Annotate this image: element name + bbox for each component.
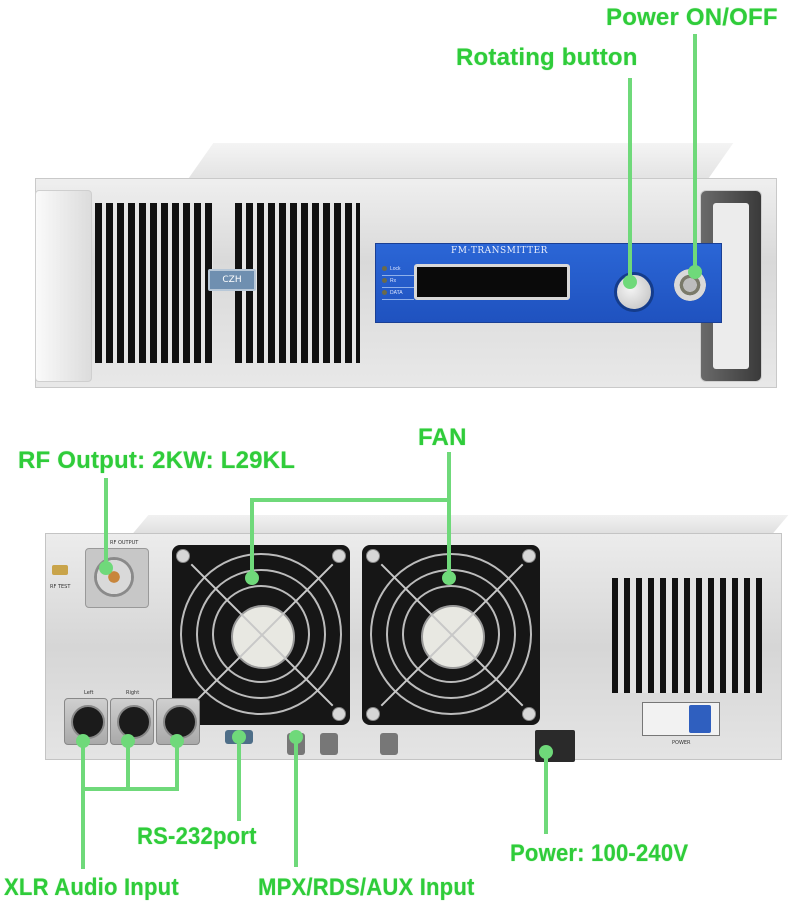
power-breaker[interactable] [642,702,720,736]
callout-rotating-button: Rotating button [456,44,638,71]
callout-mpx-rds-aux-input: MPX/RDS/AUX Input [258,874,475,901]
rf-output-connector [85,548,149,608]
rear-chassis-top [131,515,789,535]
front-vent-left [95,203,213,363]
callout-line-fan-branch [250,498,450,502]
callout-rf-output: RF Output: 2KW: L29KL [18,447,296,474]
callout-dot-rf [99,561,113,575]
callout-xlr-audio-input: XLR Audio Input [4,874,179,901]
front-left-handle [35,190,92,382]
callout-line-xlr-1 [81,741,85,869]
callout-line-fan-left [250,498,254,580]
xlr-left-label: Left [84,690,94,696]
callout-line-knob [628,78,632,278]
callout-line-power [693,34,697,270]
rear-vent [612,578,762,693]
bnc-connector-1[interactable] [320,733,338,755]
cooling-fan-1 [172,545,350,725]
breaker-switch[interactable] [689,705,711,733]
brand-logo-plate: CZH [208,269,256,291]
callout-power-input: Power: 100-240V [510,840,689,867]
callout-line-xlr-branch [81,787,179,791]
rf-output-small-label: RF OUTPUT [110,540,139,546]
callout-line-mpx [294,737,298,867]
callout-line-rf [104,478,108,566]
power-small-label: POWER [672,740,691,746]
callout-rs232-port: RS-232port [137,823,257,850]
callout-power-on-off: Power ON/OFF [606,4,778,31]
bnc-connector-2[interactable] [380,733,398,755]
xlr-right-label: Right [126,690,140,696]
callout-fan: FAN [418,424,467,451]
rf-test-label: RF TEST [50,584,71,590]
callout-line-xlr-3 [175,741,179,789]
front-chassis-top [186,143,734,181]
panel-title: FM·TRANSMITTER [451,246,548,256]
callout-line-fan-trunk [447,452,451,580]
callout-dot-fan-1 [245,571,259,585]
callout-dot-fan-2 [442,571,456,585]
callout-line-rs232 [237,737,241,821]
lock-indicator: Lock [382,266,414,276]
lcd-display [414,264,570,300]
callout-dot-power [688,265,702,279]
callout-line-xlr-2 [126,741,130,789]
rf-test-connector [52,565,68,575]
data-indicator: DATA [382,290,414,300]
rx-indicator: Rx [382,278,414,288]
callout-dot-knob [623,275,637,289]
callout-line-power-input [544,752,548,834]
front-control-panel: FM·TRANSMITTER Lock Rx DATA [375,243,722,323]
